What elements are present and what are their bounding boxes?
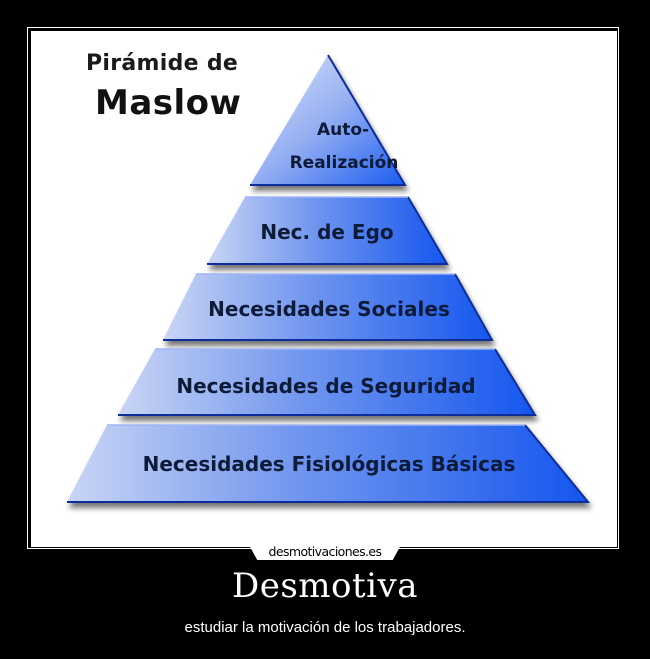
- level-5-label: Necesidades Fisiológicas Básicas: [142, 452, 516, 476]
- level-1-label-line1: Auto-: [316, 120, 370, 140]
- level-esteem: [207, 196, 449, 265]
- level-3-label: Necesidades Sociales: [208, 297, 450, 321]
- poster-caption: estudiar la motivación de los trabajador…: [184, 619, 466, 636]
- level-2-label: Nec. de Ego: [260, 220, 394, 244]
- level-physiological: [67, 424, 591, 503]
- level-self-actualization: [250, 54, 407, 186]
- site-logo-text: desmotivaciones.es: [268, 544, 382, 559]
- maslow-pyramid-image: Pirámide de Maslow Auto- Realización Nec…: [31, 31, 617, 547]
- pyramid-graphic: [31, 31, 617, 547]
- level-safety: [118, 348, 537, 416]
- pyramid-title-line1: Pirámide de: [86, 51, 239, 76]
- level-social: [163, 273, 494, 341]
- poster-headline: Desmotiva: [231, 566, 419, 606]
- pyramid-title-line2: Maslow: [95, 83, 242, 123]
- site-logo-tab[interactable]: desmotivaciones.es: [248, 543, 402, 560]
- level-1-label-line2: Realización: [289, 153, 399, 173]
- level-4-label: Necesidades de Seguridad: [176, 374, 476, 398]
